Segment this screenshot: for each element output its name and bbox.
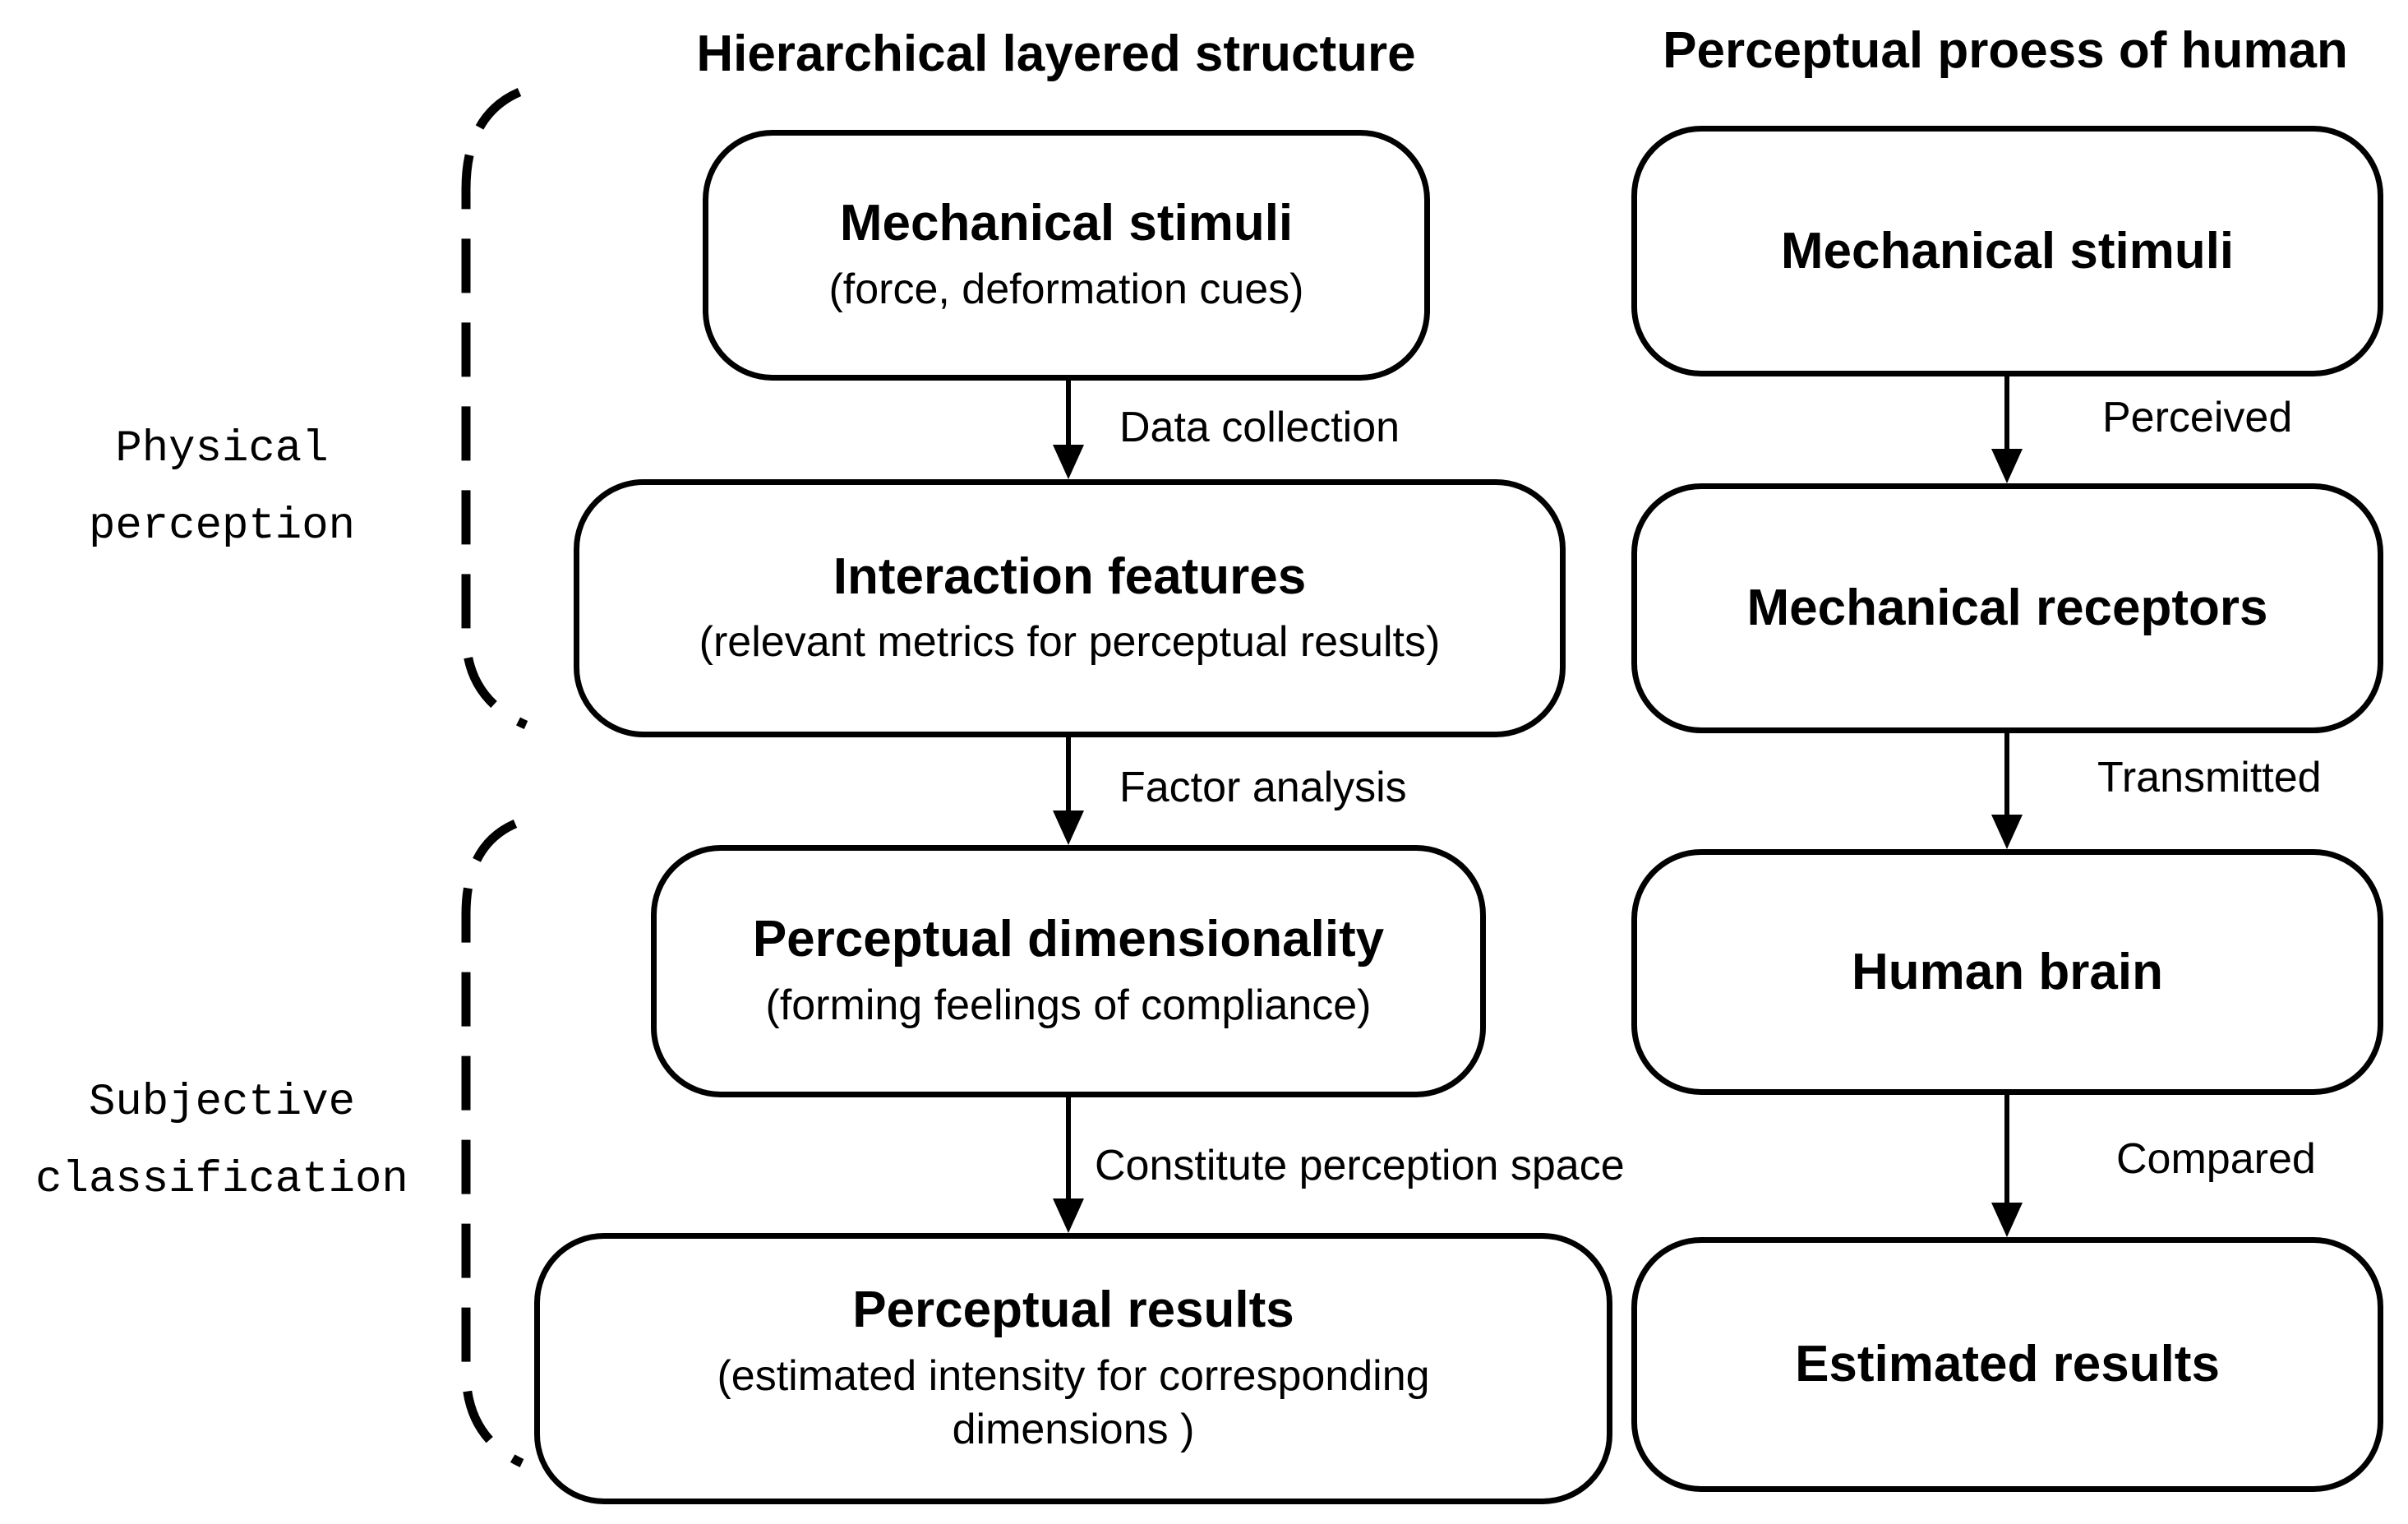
arrow-head-icon [1053,1198,1084,1233]
arrow-label-factor-analysis: Factor analysis [1119,764,1407,811]
node-perceptual-dimensionality: Perceptual dimensionality (forming feeli… [651,845,1486,1097]
arrow-label-transmitted: Transmitted [2097,754,2322,801]
node-title: Mechanical stimuli [839,195,1294,252]
node-estimated-results: Estimated results [1631,1237,2383,1492]
flow-arrow-transmitted [1991,733,2023,849]
node-title: Mechanical receptors [1746,580,2268,637]
bracket-subjective-classification [461,819,524,1467]
node-subtitle: (forming feelings of compliance) [765,981,1372,1029]
arrow-head-icon [1991,815,2023,849]
flow-arrow-factor-analysis [1053,737,1084,845]
node-mechanical-stimuli-right: Mechanical stimuli [1631,126,2383,376]
flow-arrow-perceived [1991,376,2023,483]
node-interaction-features: Interaction features (relevant metrics f… [574,479,1566,737]
node-human-brain: Human brain [1631,849,2383,1095]
flow-arrow-constitute-space [1053,1097,1084,1233]
arrow-shaft [2004,376,2009,455]
flow-arrow-data-collection [1053,381,1084,479]
node-mechanical-stimuli-left: Mechanical stimuli (force, deformation c… [703,130,1430,381]
arrow-shaft [1066,1097,1071,1205]
node-subtitle: (relevant metrics for perceptual results… [699,618,1441,667]
flow-arrow-compared [1991,1095,2023,1237]
arrow-label-constitute-perception-space: Constitute perception space [1095,1142,1625,1189]
node-title: Perceptual results [852,1282,1294,1339]
arrow-shaft [2004,1095,2009,1209]
right-column-title: Perceptual proess of human [1663,22,2348,79]
bracket-physical-perception [461,87,528,730]
arrow-shaft [2004,733,2009,821]
node-mechanical-receptors: Mechanical receptors [1631,483,2383,733]
node-subtitle: (force, deformation cues) [828,265,1304,313]
node-perceptual-results: Perceptual results (estimated intensity … [534,1233,1612,1504]
node-title: Perceptual dimensionality [752,911,1385,968]
node-title: Interaction features [833,547,1307,605]
node-title: Human brain [1852,943,2163,1000]
node-title: Mechanical stimuli [1780,222,2235,279]
arrow-head-icon [1991,449,2023,483]
node-subtitle: (estimated intensity for corresponding d… [717,1351,1430,1453]
arrow-label-compared: Compared [2116,1135,2316,1183]
arrow-shaft [1066,737,1071,817]
arrow-label-perceived: Perceived [2102,394,2293,441]
node-title: Estimated results [1795,1336,2220,1393]
arrow-head-icon [1991,1203,2023,1237]
side-label-physical-perception: Physical perception [88,424,356,552]
arrow-shaft [1066,381,1071,451]
arrow-head-icon [1053,810,1084,845]
side-label-subjective-classification: Subjective classification [35,1078,408,1205]
left-column-title: Hierarchical layered structure [696,25,1416,82]
arrow-head-icon [1053,445,1084,479]
arrow-label-data-collection: Data collection [1119,404,1400,451]
